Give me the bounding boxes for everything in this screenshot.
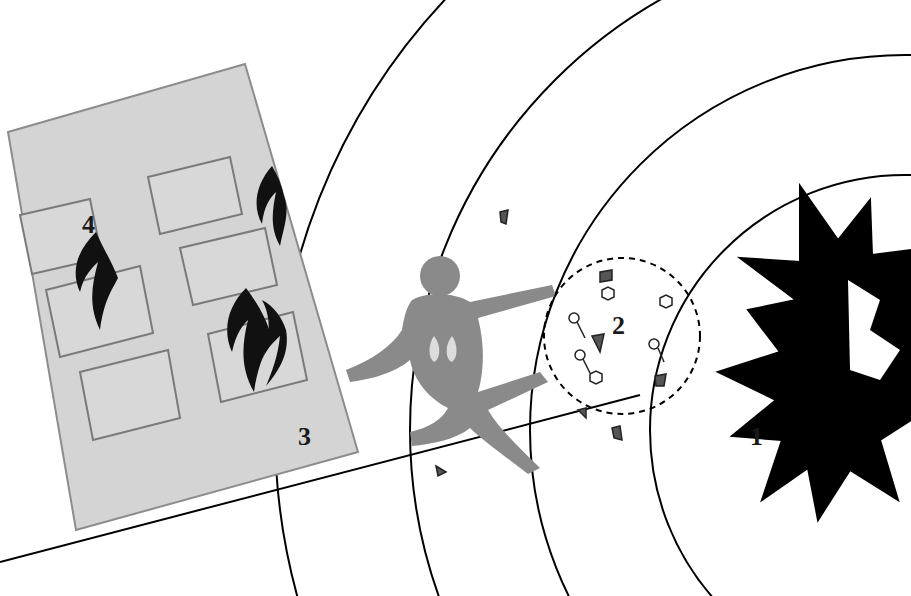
- blast-waves: [275, 0, 911, 596]
- nut: [590, 371, 602, 384]
- fragments: [436, 210, 672, 476]
- screw-shaft: [658, 348, 664, 362]
- flame: [76, 232, 118, 330]
- callout-number: 1: [750, 424, 763, 450]
- fragment: [500, 210, 508, 224]
- screw-head: [649, 339, 659, 349]
- explosion-burst: [718, 186, 911, 520]
- blast-wave: [650, 175, 911, 596]
- fragment: [655, 374, 666, 386]
- window: [148, 157, 242, 234]
- window: [180, 228, 277, 305]
- fragment: [436, 466, 446, 476]
- screw-shaft: [583, 359, 590, 373]
- callout-number: 3: [298, 424, 311, 450]
- flame: [257, 166, 287, 246]
- fragment-zone: [544, 258, 700, 414]
- callout-number: 2: [612, 313, 625, 339]
- person: [346, 256, 556, 474]
- fragment: [578, 408, 586, 418]
- building: [8, 64, 358, 530]
- callout-number: 4: [82, 212, 95, 238]
- person-head: [420, 256, 460, 296]
- nut: [602, 287, 614, 300]
- fragment: [612, 426, 622, 440]
- person-body: [346, 285, 556, 474]
- blast-wave: [275, 0, 911, 596]
- explosion-core: [848, 280, 900, 380]
- fragment: [600, 270, 612, 282]
- blast-wave: [410, 0, 911, 596]
- flame: [262, 300, 287, 386]
- screw-head: [575, 350, 585, 360]
- blast-wave: [530, 55, 911, 596]
- building-wall: [8, 64, 358, 530]
- nut: [660, 295, 672, 308]
- lungs: [430, 336, 457, 362]
- screw-shaft: [577, 322, 585, 338]
- fragment: [592, 334, 604, 352]
- window: [80, 350, 180, 440]
- screw-head: [569, 313, 579, 323]
- flames: [76, 166, 287, 392]
